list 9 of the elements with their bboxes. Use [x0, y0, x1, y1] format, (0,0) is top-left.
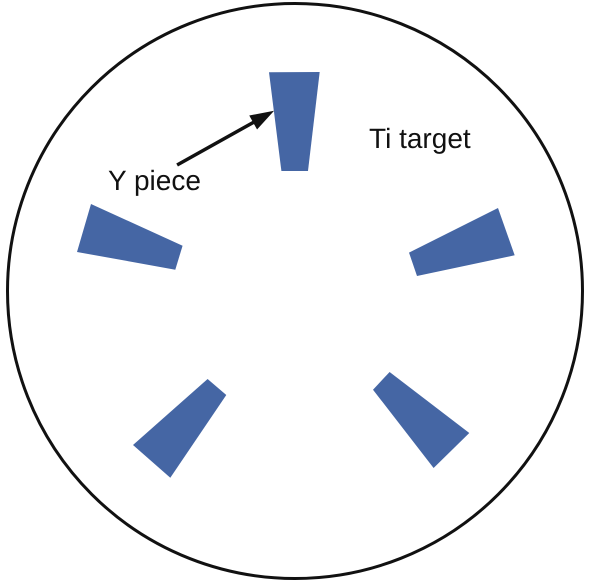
inlay-piece: [132, 379, 226, 478]
part-label: Y piece: [108, 165, 201, 197]
inlay-piece: [372, 372, 469, 468]
inlay-piece: [76, 204, 182, 270]
inlay-piece: [269, 72, 320, 171]
target-disc: [6, 2, 584, 580]
inlay-piece: [409, 208, 515, 276]
leader-arrow: [176, 109, 275, 167]
part-label: Ti target: [369, 123, 471, 155]
